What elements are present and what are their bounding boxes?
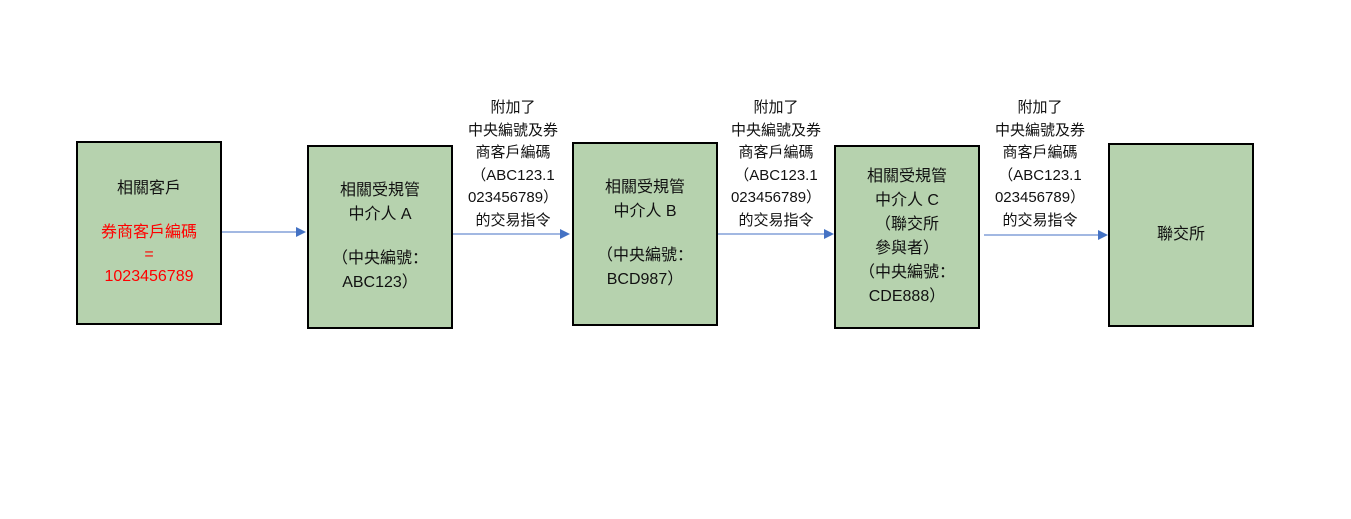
client-code-label: 券商客戶編碼 <box>100 224 197 241</box>
central-id-label: （中央編號： <box>858 264 955 281</box>
central-id-value: CDE888） <box>868 288 946 305</box>
node-label: 中介人 A <box>348 206 412 223</box>
node-label: 中介人 C <box>874 192 939 209</box>
node-intermediary-c: 相關受規管 中介人 C （聯交所 參與者） （中央編號： CDE888） <box>834 145 980 329</box>
node-intermediary-a: 相關受規管 中介人 A （中央編號： ABC123） <box>307 145 453 329</box>
node-label: 相關受規管 <box>339 182 420 199</box>
node-label: 相關客戶 <box>116 180 181 197</box>
client-code-value: 1023456789 <box>104 268 194 285</box>
equals-sign: = <box>144 246 154 263</box>
node-intermediary-b: 相關受規管 中介人 B （中央編號： BCD987） <box>572 142 718 326</box>
participant-label: 參與者） <box>874 240 939 257</box>
node-exchange: 聯交所 <box>1108 143 1254 327</box>
central-id-value: ABC123） <box>342 274 418 291</box>
node-label: 相關受規管 <box>604 179 685 196</box>
central-id-label: （中央編號： <box>331 250 428 267</box>
node-label: 中介人 B <box>613 203 677 220</box>
participant-label: （聯交所 <box>874 216 939 233</box>
central-id-value: BCD987） <box>606 271 684 288</box>
node-client: 相關客戶 券商客戶編碼 = 1023456789 <box>76 141 222 325</box>
node-label: 相關受規管 <box>866 168 947 185</box>
node-label: 聯交所 <box>1156 226 1205 243</box>
central-id-label: （中央編號： <box>596 247 693 264</box>
